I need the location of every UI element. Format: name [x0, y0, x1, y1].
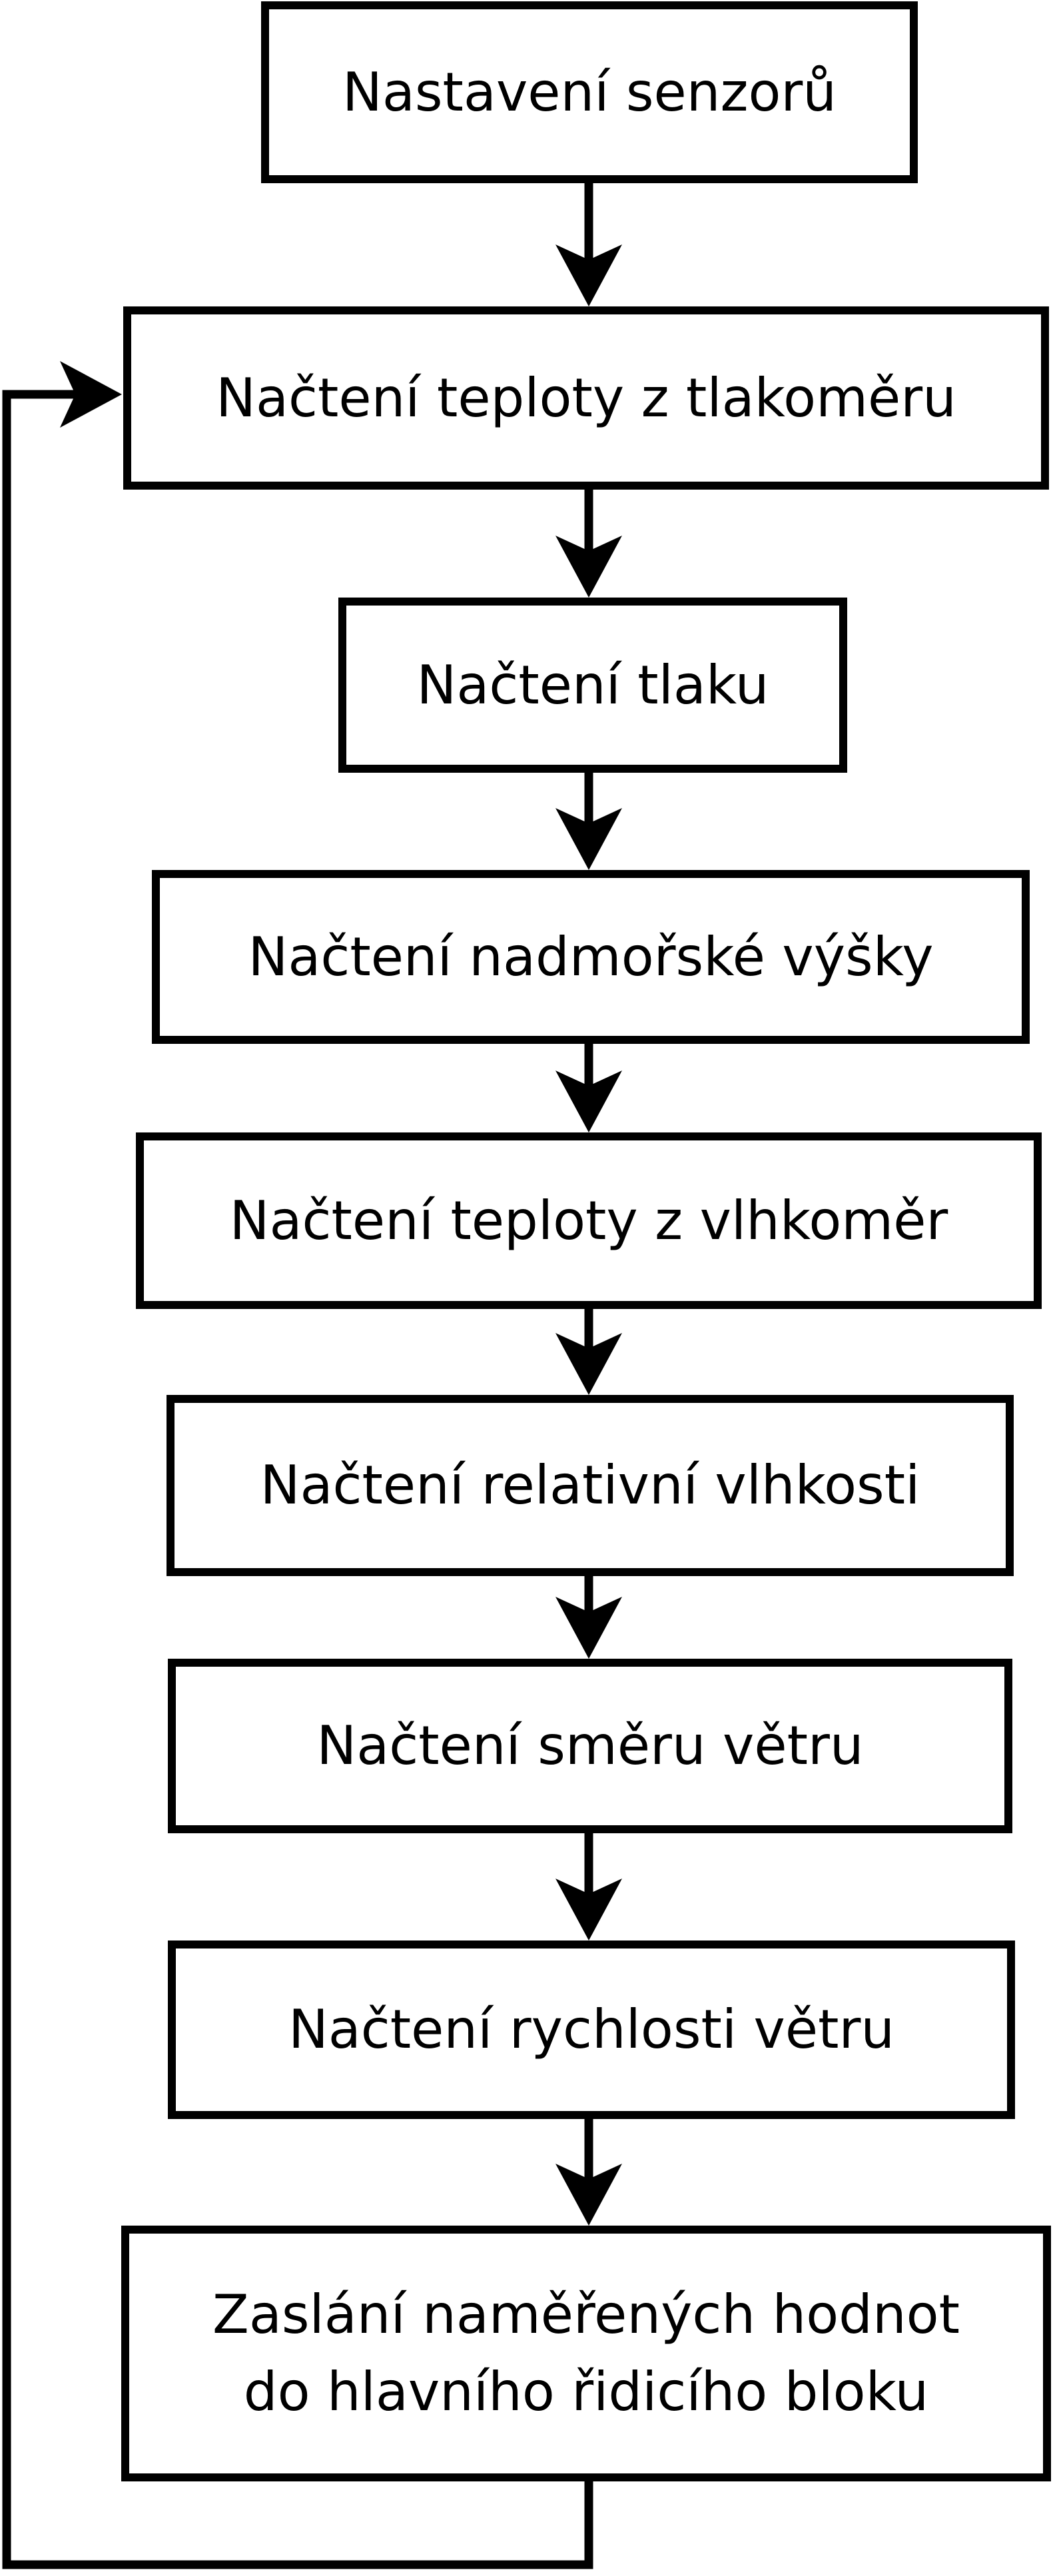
edge-rychlost-vetru-to-zaslani	[555, 2116, 622, 2226]
flow-node-label: Zaslání naměřených hodnot do hlavního ři…	[212, 2276, 960, 2431]
arrowhead-down-icon	[555, 808, 622, 870]
flow-node-nacteni-rychlosti-vetru: Načtení rychlosti větru	[168, 1940, 1015, 2119]
flow-node-nacteni-tlaku: Načtení tlaku	[338, 598, 847, 773]
arrowhead-down-icon	[555, 2164, 622, 2226]
flow-node-zaslani-namerenych-hodnot: Zaslání naměřených hodnot do hlavního ři…	[121, 2226, 1051, 2481]
flow-node-label: Načtení tlaku	[416, 653, 769, 716]
flow-node-label: Načtení relativní vlhkosti	[260, 1454, 920, 1516]
flow-node-nastaveni-senzoru: Nastavení senzorů	[261, 1, 918, 183]
flow-node-label: Nastavení senzorů	[342, 61, 837, 123]
arrowhead-down-icon	[555, 536, 622, 598]
flow-node-nacteni-smeru-vetru: Načtení směru větru	[168, 1659, 1012, 1833]
arrowhead-right-icon	[60, 361, 122, 428]
flow-node-label: Načtení rychlosti větru	[288, 1998, 895, 2060]
edge-relativni-vlhkost-to-smer-vetru	[555, 1573, 622, 1659]
flow-node-label: Načtení teploty z tlakoměru	[216, 366, 956, 429]
edge-teplota-tlakomer-to-tlak	[555, 486, 622, 598]
arrowhead-down-icon	[555, 1071, 622, 1132]
flow-node-nacteni-teploty-z-vlhkomer: Načtení teploty z vlhkoměr	[136, 1132, 1042, 1309]
flow-node-label: Načtení nadmořské výšky	[248, 925, 934, 988]
edge-nastaveni-to-teplota-tlakomer	[555, 180, 622, 306]
flow-node-nacteni-nadmorske-vysky: Načtení nadmořské výšky	[152, 870, 1030, 1044]
arrowhead-down-icon	[555, 1597, 622, 1659]
arrowhead-down-icon	[555, 1879, 622, 1940]
flow-node-label-line-1: Zaslání naměřených hodnot	[212, 2284, 960, 2346]
edge-tlak-to-nadmorska-vyska	[555, 769, 622, 870]
flow-node-label: Načtení teploty z vlhkoměr	[229, 1189, 948, 1252]
edge-loop-back-zaslani-to-teplota-tlakomer	[2, 361, 593, 2569]
flow-node-nacteni-relativni-vlhkosti: Načtení relativní vlhkosti	[167, 1395, 1014, 1576]
flow-node-nacteni-teploty-z-tlakomeru: Načtení teploty z tlakoměru	[123, 306, 1049, 490]
arrowhead-down-icon	[555, 244, 622, 306]
flow-node-label: Načtení směru větru	[316, 1715, 864, 1777]
edge-nadmorska-vyska-to-teplota-vlhkomer	[555, 1041, 622, 1132]
edge-smer-vetru-to-rychlost-vetru	[555, 1830, 622, 1940]
edge-teplota-vlhkomer-to-relativni-vlhkost	[555, 1306, 622, 1395]
arrowhead-down-icon	[555, 1333, 622, 1395]
flow-node-label-line-2: do hlavního řidicího bloku	[243, 2361, 929, 2423]
